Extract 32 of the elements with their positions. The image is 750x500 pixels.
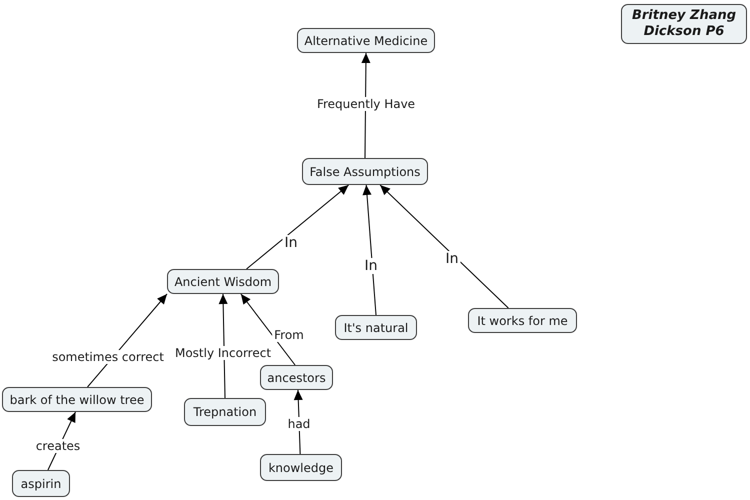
concept-box [302, 158, 428, 185]
edge-label: In [362, 258, 380, 274]
edge-label: sometimes correct [50, 350, 166, 364]
concept-label: Ancient Wisdom [174, 274, 272, 288]
arrow [218, 294, 228, 398]
edge-label: had [286, 417, 312, 431]
arrow [362, 184, 376, 316]
concept-box [335, 315, 417, 340]
concept-label: knowledge [268, 460, 334, 474]
concept-box [167, 269, 279, 294]
author-box [621, 4, 747, 44]
concept-label: ancestors [267, 370, 326, 384]
concept-box [297, 28, 435, 53]
concept-box [260, 454, 342, 481]
arrow [246, 184, 350, 270]
concept-box [468, 308, 577, 333]
arrow [380, 184, 509, 308]
concept-label: bark of the willow tree [10, 392, 144, 406]
arrow [240, 294, 296, 366]
concept-label: Trepnation [193, 405, 257, 419]
concept-label: False Assumptions [310, 164, 420, 178]
concept-box [260, 365, 333, 390]
concept-label: It works for me [477, 314, 568, 328]
edge-label: From [272, 328, 306, 342]
concept-label: It's natural [344, 320, 408, 334]
concept-label: Britney Zhang Dickson P6 [630, 8, 738, 40]
edge-label: creates [34, 439, 82, 453]
concept-box [184, 398, 266, 426]
concept-label: aspirin [20, 476, 62, 490]
concept-box [12, 470, 70, 497]
concept-label: Alternative Medicine [304, 34, 428, 48]
concept-box [2, 387, 152, 412]
